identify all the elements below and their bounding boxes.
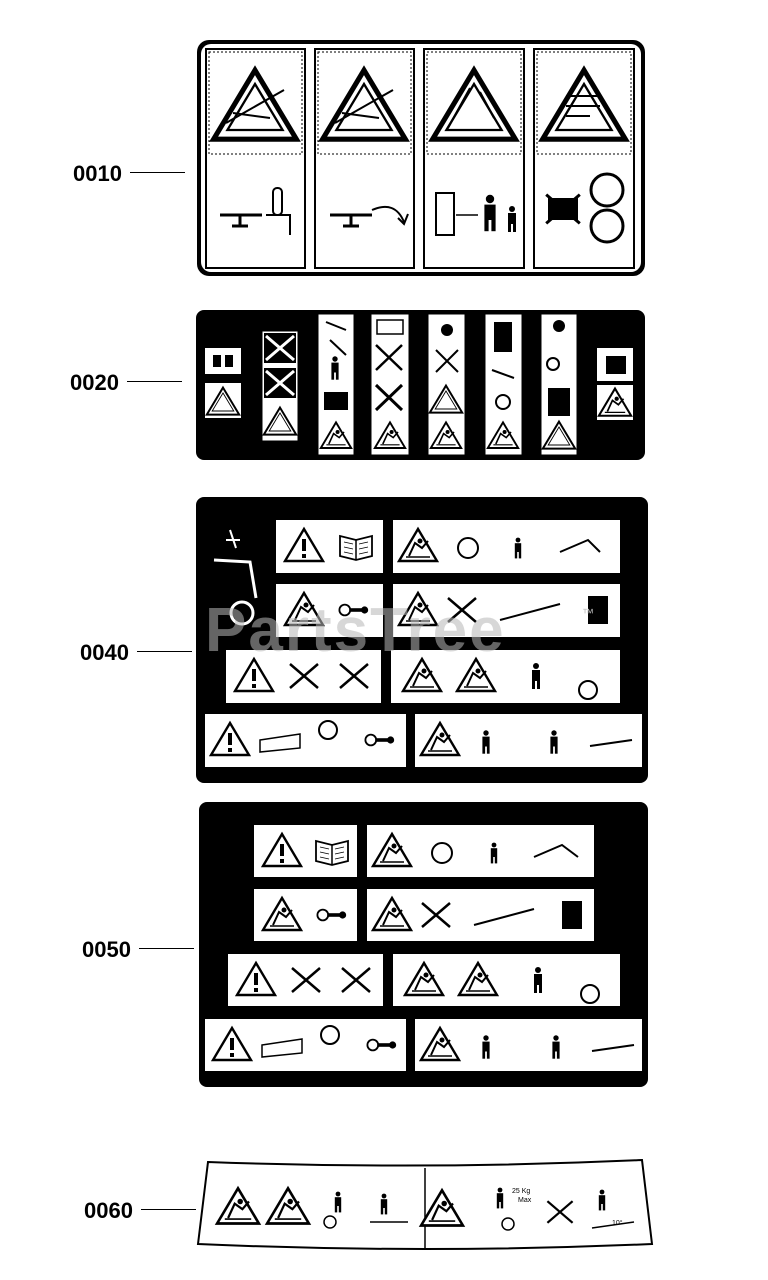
decal-0050-row-3	[228, 954, 620, 1006]
decal-0040-rotating-blade-icon	[213, 529, 258, 626]
callout-0010: 0010	[73, 161, 122, 186]
decal-0010-panel-4	[533, 48, 635, 269]
watermark-trademark: ™	[582, 606, 594, 620]
callout-0060: 0060	[84, 1198, 133, 1223]
decal-0040-row-1	[276, 520, 620, 573]
decal-0020-col-8	[597, 348, 633, 420]
decal-0020-col-1	[205, 348, 241, 418]
decal-0020-col-7	[540, 313, 578, 456]
decal-0040-row-2	[276, 584, 620, 637]
callout-0020: 0020	[70, 370, 119, 395]
leader-line-0060	[141, 1209, 196, 1210]
decal-0020-col-5	[427, 313, 466, 456]
decal-0050-row-4	[205, 1019, 642, 1071]
decal-0020	[196, 310, 645, 460]
leader-line-0050	[139, 948, 194, 949]
decal-0010-panel-2	[314, 48, 415, 269]
decal-0060	[196, 1158, 654, 1250]
decal-0010-panel-1	[205, 48, 306, 269]
decal-0010	[197, 40, 645, 276]
callout-0040: 0040	[80, 640, 129, 665]
decal-0020-col-4	[370, 313, 410, 456]
decal-0050	[199, 802, 648, 1087]
watermark: PartsTree	[205, 596, 506, 665]
decal-0020-col-2	[261, 330, 299, 442]
decal-0010-panel-3	[423, 48, 525, 269]
callout-0050: 0050	[82, 937, 131, 962]
decal-0040	[196, 497, 648, 783]
decal-0040-row-3	[226, 650, 620, 703]
decal-0050-row-1	[254, 825, 594, 877]
decal-0020-col-6	[484, 313, 523, 456]
decal-0060-max-label: Max	[518, 1197, 532, 1204]
decal-0060-weight-label: 25 Kg	[512, 1188, 531, 1195]
leader-line-0040	[137, 651, 192, 652]
leader-line-0020	[127, 381, 182, 382]
decal-0060-right	[419, 1187, 635, 1231]
decal-0050-row-2	[254, 889, 594, 941]
decal-0040-row-4	[205, 714, 642, 767]
decal-0060-left	[215, 1186, 408, 1229]
leader-line-0010	[130, 172, 185, 173]
decal-0060-slope-label: 10°	[612, 1220, 623, 1227]
decal-0020-col-3	[317, 313, 355, 456]
